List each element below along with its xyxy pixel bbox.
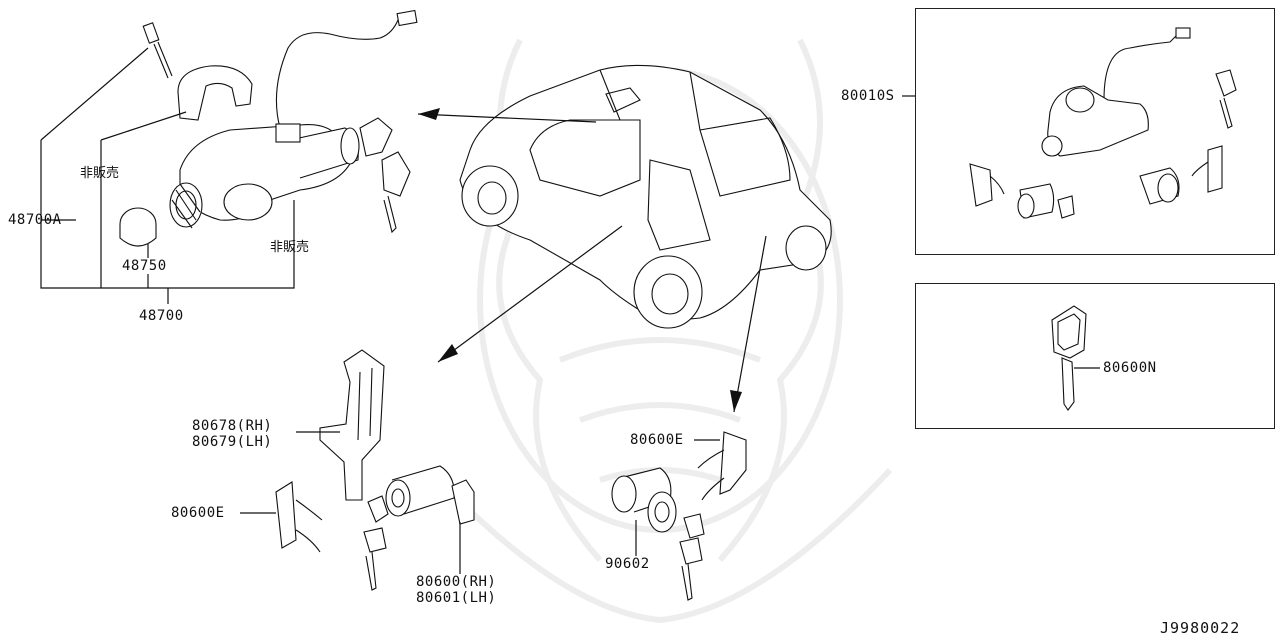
leader-lines — [40, 47, 295, 304]
part-label-80679[interactable]: 80679(LH) — [192, 434, 273, 450]
part-label-48750[interactable]: 48750 — [122, 258, 167, 274]
lock-set-kit-icon — [902, 27, 1237, 219]
part-label-80600e-left[interactable]: 80600E — [171, 505, 225, 521]
car-body-icon — [459, 64, 832, 329]
part-label-90602[interactable]: 90602 — [605, 556, 650, 572]
part-label-48700a[interactable]: 48700A — [8, 212, 62, 228]
part-label-80600e-right[interactable]: 80600E — [630, 432, 684, 448]
key-80600n-frame — [915, 283, 1275, 429]
ignition-switch-icon — [119, 9, 418, 247]
diagram-code: J9980022 — [1160, 619, 1241, 637]
part-label-80600[interactable]: 80600(RH) — [416, 574, 497, 590]
back-door-lock-icon — [611, 431, 747, 601]
part-label-not-for-sale-1: 非販売 — [80, 166, 120, 181]
part-label-80010s[interactable]: 80010S — [841, 88, 895, 104]
door-lock-cylinder-icon — [240, 349, 475, 591]
part-label-48700[interactable]: 48700 — [139, 308, 184, 324]
pointer-arrows — [417, 108, 767, 413]
part-label-80601[interactable]: 80601(LH) — [416, 590, 497, 606]
part-label-80600n[interactable]: 80600N — [1103, 360, 1157, 376]
part-label-80678[interactable]: 80678(RH) — [192, 418, 273, 434]
key-icon — [1051, 305, 1100, 411]
kit-80010s-frame — [915, 8, 1275, 255]
part-label-not-for-sale-2: 非販売 — [270, 240, 310, 255]
